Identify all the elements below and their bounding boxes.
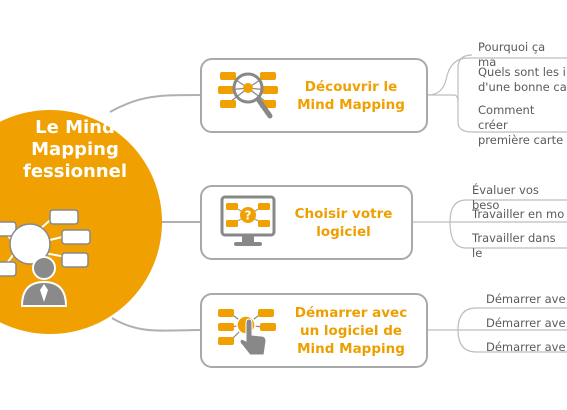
connector-hub-demarrer [111, 317, 201, 332]
branch-card-decouvrir[interactable]: Découvrir le Mind Mapping [200, 58, 428, 133]
leaf-decouvrir-1: Pourquoi ça ma [478, 40, 546, 69]
leaf-decouvrir-2: Quels sont les i d'une bonne ca [478, 65, 567, 94]
branch-title-demarrer: Démarrer avec un logiciel de Mind Mappin… [294, 304, 408, 357]
monitor-question-icon: ? [220, 195, 276, 246]
hub-title: Le Mind Mapping fessionnel [22, 117, 127, 182]
leaf-choisir-2: Travailler en mo [472, 207, 565, 221]
connectors-decouvrir-leaves [427, 54, 567, 133]
leaf-decouvrir-3: Comment créer première carte [478, 103, 564, 147]
svg-text:?: ? [245, 209, 252, 223]
leaf-demarrer-2: Démarrer ave [486, 316, 566, 330]
connector-hub-decouvrir [109, 94, 201, 113]
touch-map-icon [218, 309, 276, 356]
leaf-demarrer-3: Démarrer ave [486, 340, 566, 354]
mind-map-person-icon [0, 209, 91, 307]
magnifier-map-icon [218, 72, 278, 119]
leaf-choisir-3: Travailler dans le [472, 231, 556, 260]
connectors-choisir-leaves [413, 199, 567, 249]
connectors-demarrer-leaves [428, 307, 567, 353]
leaf-demarrer-1: Démarrer ave [486, 292, 566, 306]
branch-card-demarrer[interactable]: Démarrer avec un logiciel de Mind Mappin… [200, 293, 428, 368]
branch-card-choisir[interactable]: ? Choisir votre logiciel [200, 185, 413, 260]
branch-title-decouvrir: Découvrir le Mind Mapping [297, 78, 405, 113]
leaf-choisir-1: Évaluer vos beso [472, 183, 539, 212]
branch-title-choisir: Choisir votre logiciel [294, 205, 393, 240]
